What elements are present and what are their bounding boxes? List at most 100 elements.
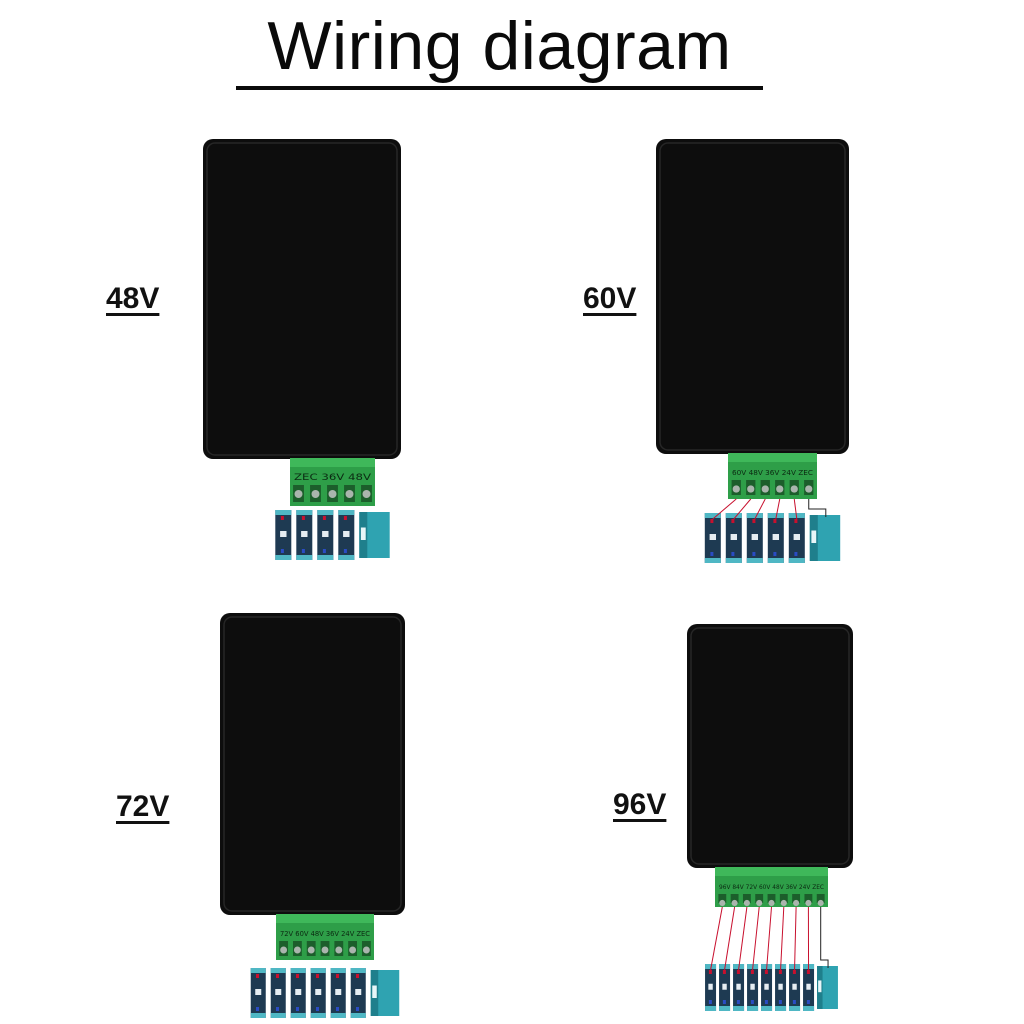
battery-label bbox=[255, 989, 262, 995]
converter-module bbox=[359, 512, 390, 558]
battery-label bbox=[301, 531, 308, 537]
battery-positive-terminal bbox=[806, 970, 810, 974]
battery-top bbox=[725, 513, 742, 518]
battery-label bbox=[751, 534, 758, 540]
battery-bottom bbox=[290, 1013, 306, 1018]
terminal-block-top bbox=[276, 914, 374, 923]
battery-positive-terminal bbox=[736, 970, 740, 974]
module-label bbox=[372, 985, 377, 998]
battery-bottom bbox=[338, 555, 355, 560]
battery-positive-terminal bbox=[708, 970, 712, 974]
battery-cell bbox=[330, 968, 346, 1018]
battery-bottom bbox=[761, 1006, 773, 1011]
terminal-screw-head bbox=[345, 490, 354, 498]
battery-cell bbox=[290, 968, 306, 1018]
terminal-screw bbox=[742, 894, 751, 903]
wire-lead bbox=[710, 906, 723, 971]
voltage-label-96v: 96V bbox=[613, 788, 667, 821]
battery-top bbox=[350, 968, 366, 973]
terminal-screw bbox=[767, 894, 776, 903]
battery-top bbox=[270, 968, 286, 973]
terminal-screw-head bbox=[362, 490, 371, 498]
enclosure-bevel bbox=[223, 616, 402, 912]
battery-positive-terminal bbox=[356, 974, 359, 978]
battery-positive-terminal bbox=[710, 519, 714, 523]
battery-cell bbox=[317, 510, 334, 560]
battery-negative-terminal bbox=[750, 1000, 754, 1004]
battery-label bbox=[722, 983, 727, 990]
wiring-unit-48v: ZEC 36V 48V bbox=[202, 138, 402, 568]
unit-drawing: 96V 84V 72V 60V 48V 36V 24V ZEC bbox=[687, 624, 853, 1011]
battery-negative-terminal bbox=[773, 552, 777, 556]
battery-positive-terminal bbox=[343, 516, 347, 520]
enclosure-bevel bbox=[659, 142, 846, 451]
terminal-screw bbox=[730, 894, 739, 903]
terminal-screw bbox=[718, 894, 727, 903]
battery-bottom bbox=[330, 1013, 346, 1018]
battery-bottom bbox=[725, 558, 742, 563]
battery-bottom bbox=[705, 1006, 717, 1011]
battery-bottom bbox=[350, 1013, 366, 1018]
module-label bbox=[811, 530, 817, 543]
battery-positive-terminal bbox=[322, 516, 326, 520]
battery-bottom bbox=[775, 1006, 787, 1011]
unit-drawing: ZEC 36V 48V bbox=[203, 139, 401, 560]
terminal-marking: 96V 84V 72V 60V 48V 36V 24V ZEC bbox=[719, 884, 824, 891]
battery-top bbox=[705, 964, 717, 969]
terminal-block: 96V 84V 72V 60V 48V 36V 24V ZEC bbox=[715, 867, 828, 907]
terminal-screw-head bbox=[732, 485, 740, 493]
wiring-unit-72v: 72V 60V 48V 36V 24V ZEC bbox=[218, 612, 408, 1024]
battery-bottom bbox=[788, 558, 805, 563]
wire-lead bbox=[752, 906, 760, 971]
terminal-screw-head bbox=[362, 946, 370, 954]
battery-negative-terminal bbox=[276, 1007, 279, 1011]
battery-cell bbox=[310, 968, 326, 1018]
wire-lead bbox=[712, 498, 737, 520]
battery-label bbox=[772, 534, 779, 540]
terminal-block: ZEC 36V 48V bbox=[290, 458, 375, 506]
battery-top bbox=[338, 510, 355, 515]
battery-negative-terminal bbox=[708, 1000, 712, 1004]
terminal-screw bbox=[779, 894, 788, 903]
terminal-screw-head bbox=[743, 899, 750, 907]
battery-cell bbox=[338, 510, 355, 560]
battery-cell bbox=[733, 964, 745, 1011]
wire-lead-common bbox=[820, 907, 829, 968]
battery-positive-terminal bbox=[731, 519, 735, 523]
battery-negative-terminal bbox=[316, 1007, 319, 1011]
terminal-screw-head bbox=[321, 946, 329, 954]
controller-enclosure bbox=[203, 139, 401, 459]
battery-cell bbox=[704, 513, 721, 563]
battery-label bbox=[343, 531, 350, 537]
battery-negative-terminal bbox=[764, 1000, 768, 1004]
enclosure-bevel bbox=[206, 142, 398, 456]
terminal-screw-head bbox=[790, 485, 798, 493]
converter-module bbox=[370, 970, 400, 1016]
terminal-screw-head bbox=[768, 899, 775, 907]
battery-positive-terminal bbox=[336, 974, 339, 978]
terminal-marking: ZEC 36V 48V bbox=[294, 473, 371, 483]
battery-label bbox=[322, 531, 329, 537]
battery-negative-terminal bbox=[731, 552, 735, 556]
terminal-screw-head bbox=[719, 899, 726, 907]
terminal-screw bbox=[804, 894, 813, 903]
wire-lead bbox=[754, 498, 766, 520]
battery-cell bbox=[767, 513, 784, 563]
voltage-label-60v: 60V bbox=[583, 282, 637, 315]
battery-bottom bbox=[310, 1013, 326, 1018]
battery-cell bbox=[719, 964, 731, 1011]
terminal-marking: 60V 48V 36V 24V ZEC bbox=[732, 468, 813, 477]
voltage-label-48v: 48V bbox=[106, 282, 160, 315]
battery-bottom bbox=[803, 1006, 815, 1011]
terminal-screw bbox=[816, 894, 825, 903]
battery-label bbox=[335, 989, 342, 995]
battery-cell bbox=[705, 964, 717, 1011]
wire-lead bbox=[794, 906, 797, 971]
battery-positive-terminal bbox=[276, 974, 279, 978]
terminal-screw-head bbox=[780, 899, 787, 907]
battery-cell bbox=[746, 513, 763, 563]
battery-positive-terminal bbox=[794, 519, 798, 523]
battery-negative-terminal bbox=[336, 1007, 339, 1011]
battery-cell bbox=[250, 968, 266, 1018]
terminal-block-top bbox=[290, 458, 375, 467]
